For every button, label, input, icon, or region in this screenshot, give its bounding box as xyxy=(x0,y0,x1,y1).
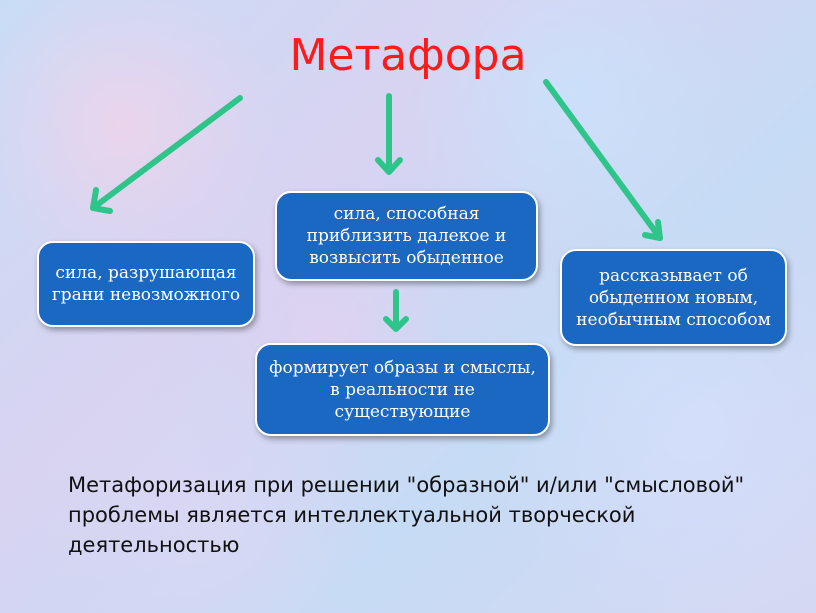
box-brings-closer: сила, способная приблизить далекое и воз… xyxy=(275,191,538,281)
box-right-text: рассказывает об обыденном новым, необычн… xyxy=(576,265,771,330)
arrow-to-center-box xyxy=(375,93,403,175)
box-tells-new-way: рассказывает об обыденном новым, необычн… xyxy=(560,249,787,346)
box-bottom-text: формирует образы и смыслы, в реальности … xyxy=(269,357,536,422)
box-destroys-impossible: сила, разрушающая грани невозможного xyxy=(37,241,255,327)
arrow-to-bottom-box xyxy=(383,289,409,332)
conclusion-text: Метафоризация при решении "образной" и/и… xyxy=(68,473,745,557)
arrow-to-left-box xyxy=(90,95,243,214)
box-center-text: сила, способная приблизить далекое и воз… xyxy=(306,204,507,268)
box-forms-images: формирует образы и смыслы, в реальности … xyxy=(255,343,550,436)
box-left-text: сила, разрушающая грани невозможного xyxy=(51,263,241,305)
diagram-title: Метафора xyxy=(289,30,527,81)
arrow-to-right-box xyxy=(543,79,663,241)
